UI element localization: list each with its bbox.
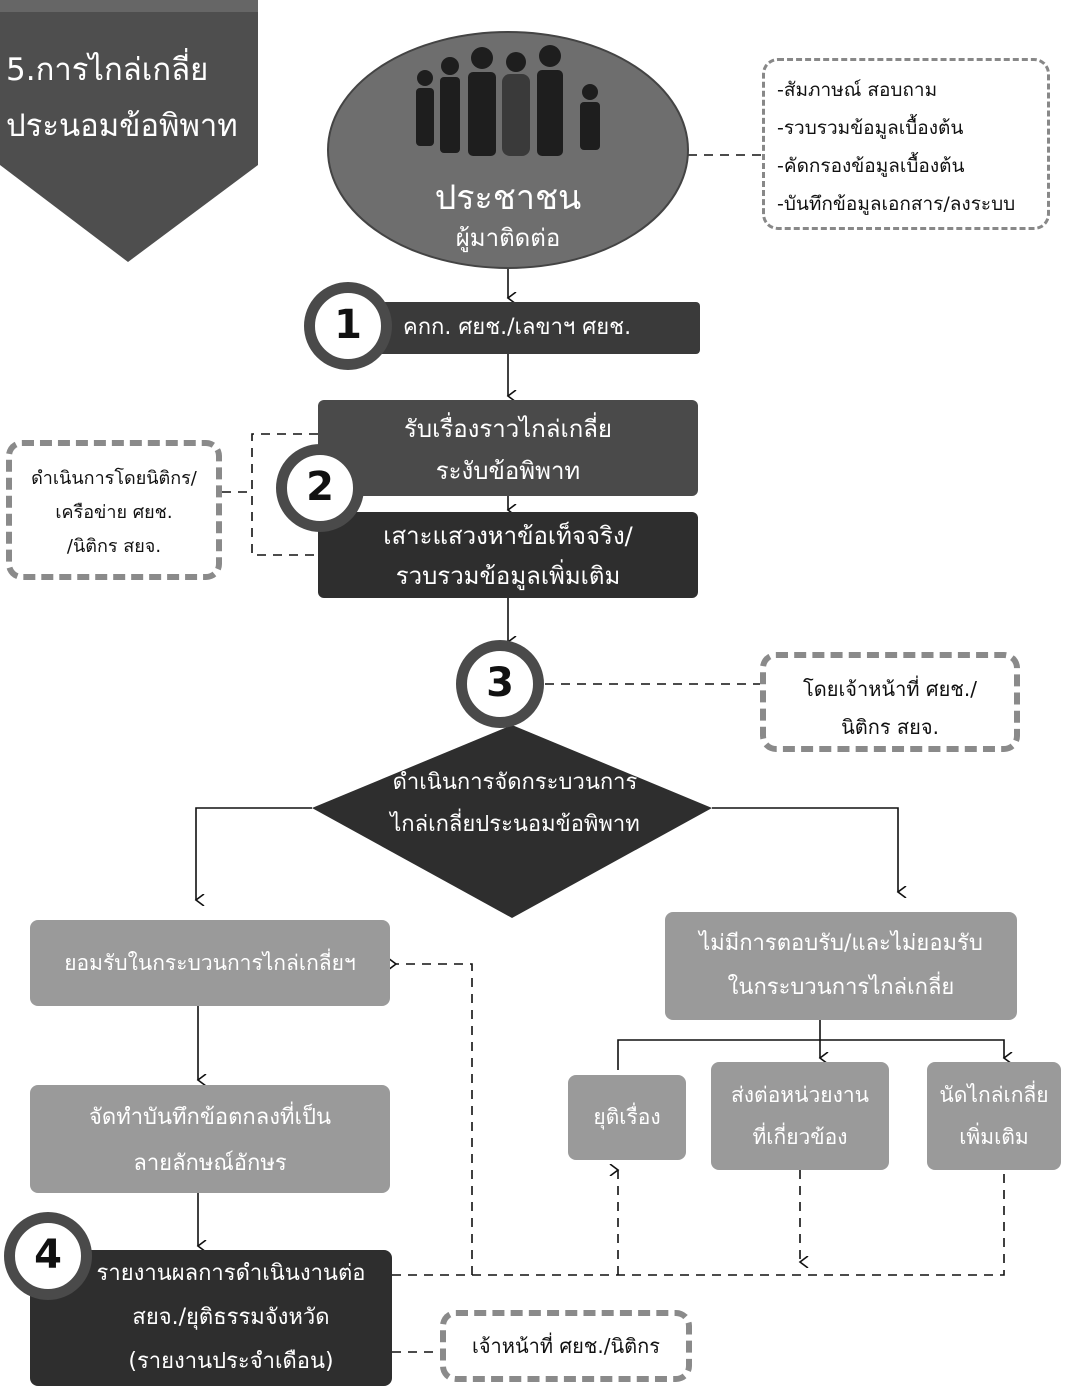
step2-receive-line: ระงับข้อพิพาท: [435, 457, 581, 485]
step1-bar: คกก. ศยช./เลขาฯ ศยช.: [345, 302, 700, 354]
step1-badge: 1: [304, 282, 392, 370]
reject-line: ในกระบวนการไกล่เกลี่ย: [727, 975, 955, 1000]
reject-line: ไม่มีการตอบรับ/และไม่ยอมรับ: [699, 931, 983, 956]
step2-investigate-box: เสาะแสวงหาข้อเท็จจริง/ รวบรวมข้อมูลเพิ่ม…: [318, 512, 698, 598]
intake-tasks-box: -สัมภาษณ์ สอบถาม -รวบรวมข้อมูลเบื้องต้น …: [762, 58, 1050, 230]
step2-note-line: ดำเนินการโดยนิติกร/: [31, 468, 197, 489]
step2-note-line: เครือข่าย ศยช.: [55, 502, 173, 523]
step4-line: สยจ./ยุติธรรมจังหวัด: [132, 1305, 330, 1330]
step3-note-line: โดยเจ้าหน้าที่ ศยช./: [803, 677, 977, 701]
step4-line: รายงานผลการดำเนินงานต่อ: [96, 1261, 366, 1286]
section-banner: 5.การไกล่เกลี่ย ประนอมข้อพิพาท: [6, 42, 256, 154]
step4-note: เจ้าหน้าที่ ศยช./นิติกร: [440, 1310, 692, 1382]
record-line: ลายลักษณ์อักษร: [133, 1151, 287, 1176]
again-line: เพิ่มเติม: [959, 1125, 1029, 1149]
step2-note-line: /นิติกร สยจ.: [66, 536, 162, 557]
intake-task: -คัดกรองข้อมูลเบื้องต้น: [777, 155, 965, 177]
step1-label: คกก. ศยช./เลขาฯ ศยช.: [403, 315, 632, 340]
step2-investigate-line: เสาะแสวงหาข้อเท็จจริง/: [383, 522, 633, 550]
banner-line-2: ประนอมข้อพิพาท: [6, 108, 238, 144]
outcome-end-box: ยุติเรื่อง: [568, 1075, 686, 1160]
accept-box: ยอมรับในกระบวนการไกล่เกลี่ยฯ: [30, 920, 390, 1006]
step4-line: (รายงานประจำเดือน): [128, 1349, 334, 1374]
step3-note: โดยเจ้าหน้าที่ ศยช./ นิติกร สยจ.: [760, 652, 1020, 752]
step2-note: ดำเนินการโดยนิติกร/ เครือข่าย ศยช. /นิติ…: [6, 440, 222, 580]
step3-note-line: นิติกร สยจ.: [841, 715, 939, 739]
step2-badge: 2: [276, 444, 364, 532]
record-agreement-box: จัดทำบันทึกข้อตกลงที่เป็น ลายลักษณ์อักษร: [30, 1085, 390, 1193]
step2-investigate-line: รวบรวมข้อมูลเพิ่มเติม: [395, 562, 621, 590]
again-line: นัดไกล่เกลี่ย: [939, 1083, 1049, 1107]
intake-task: -บันทึกข้อมูลเอกสาร/ลงระบบ: [777, 193, 1016, 215]
step3-badge: 3: [456, 640, 544, 728]
step2-receive-line: รับเรื่องราวไกล่เกลี่ย: [403, 415, 612, 443]
outcome-again-box: นัดไกล่เกลี่ย เพิ่มเติม: [927, 1062, 1061, 1170]
step2-receive-box: รับเรื่องราวไกล่เกลี่ย ระงับข้อพิพาท: [318, 400, 698, 496]
step4-badge: 4: [4, 1212, 92, 1300]
outcome-forward-box: ส่งต่อหน่วยงาน ที่เกี่ยวข้อง: [711, 1062, 889, 1170]
banner-shape: [0, 0, 258, 262]
decision-line: ไกล่เกลี่ยประนอมข้อพิพาท: [390, 812, 640, 837]
step4-report-box: รายงานผลการดำเนินงานต่อ สยจ./ยุติธรรมจัง…: [30, 1250, 392, 1386]
decision-line: ดำเนินการจัดกระบวนการ: [392, 770, 638, 795]
reject-box: ไม่มีการตอบรับ/และไม่ยอมรับ ในกระบวนการไ…: [665, 912, 1017, 1020]
people-subtitle: ผู้มาติดต่อ: [455, 224, 561, 252]
decision-diamond: [312, 725, 712, 918]
record-line: จัดทำบันทึกข้อตกลงที่เป็น: [89, 1105, 331, 1130]
intake-task: -สัมภาษณ์ สอบถาม: [777, 79, 938, 101]
people-title: ประชาชน: [434, 178, 582, 218]
intake-task: -รวบรวมข้อมูลเบื้องต้น: [777, 117, 964, 139]
forward-line: ที่เกี่ยวข้อง: [752, 1125, 848, 1149]
banner-line-1: 5.การไกล่เกลี่ย: [6, 52, 209, 88]
forward-line: ส่งต่อหน่วยงาน: [730, 1083, 870, 1107]
decision-text: ดำเนินการจัดกระบวนการ ไกล่เกลี่ยประนอมข้…: [330, 762, 700, 846]
